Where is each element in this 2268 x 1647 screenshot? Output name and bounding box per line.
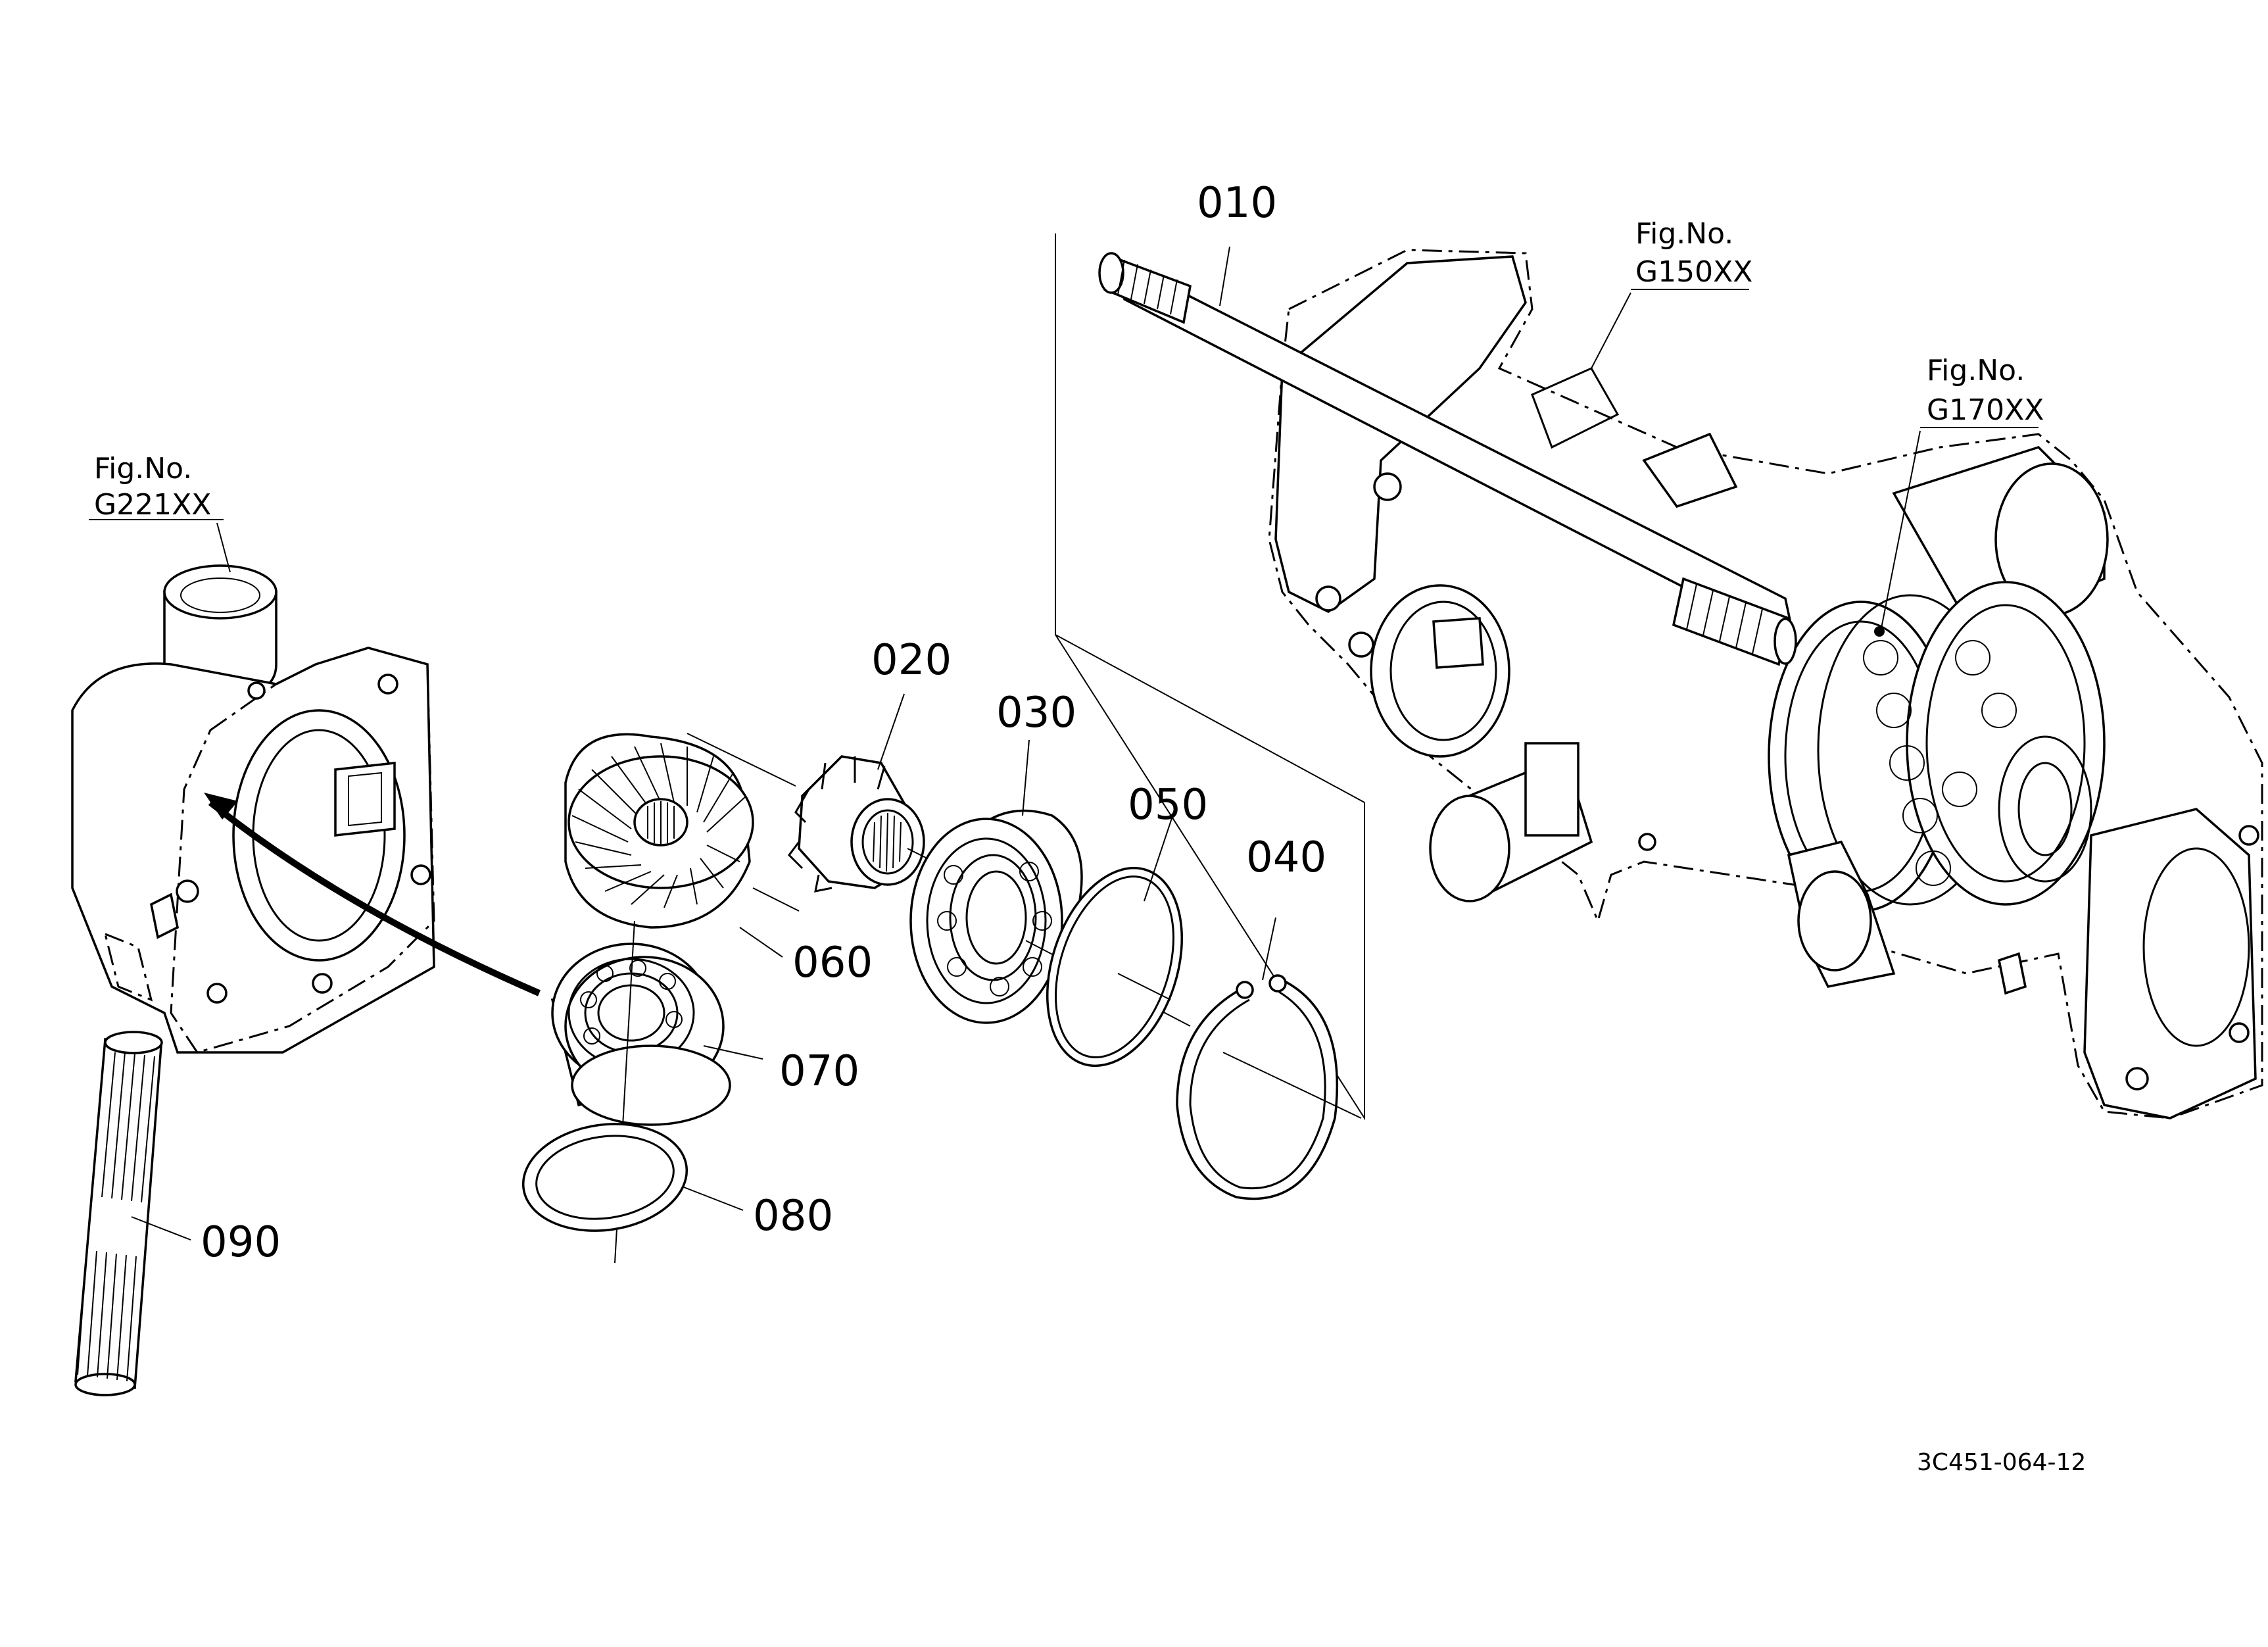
figure-ref-left: Fig.No. G221XX [94,452,211,522]
leader-lines [89,246,2039,1241]
explode-box [1055,234,1365,1121]
label-040: 040 [1246,833,1326,882]
gear-assembly [1768,581,2106,912]
figure-ref-top-line2: G150XX [1635,255,1752,289]
ring-050 [1046,866,1184,1068]
label-050: 050 [1128,781,1208,829]
label-080: 080 [753,1192,833,1241]
assembly-arrow [208,800,541,996]
washer-080 [521,1123,688,1232]
figure-ref-right-line1: Fig.No. [1927,354,2025,387]
left-housing [71,564,435,1054]
label-010: 010 [1197,179,1277,228]
pinion-020 [788,755,925,893]
shaft-010 [1098,252,1797,666]
label-070: 070 [779,1047,859,1096]
label-060: 060 [792,939,873,987]
shaft-090 [74,1031,163,1396]
leader-dot [1874,626,1885,637]
figure-ref-right-line2: G170XX [1927,393,2044,427]
figure-ref-left-line2: G221XX [94,488,211,522]
transmission-case [1268,249,2263,1119]
bearing-070 [550,943,731,1126]
part-labels: 010 020 030 040 050 060 070 080 090 [201,179,1326,1267]
assembly-arrowhead [204,793,238,820]
label-090: 090 [201,1218,281,1267]
bearing-030 [909,809,1083,1024]
bevel-gear-060 [564,733,754,929]
figure-ref-top: Fig.No. G150XX [1635,217,1752,289]
figure-ref-top-line1: Fig.No. [1635,217,1733,251]
circlip-040 [1176,974,1339,1200]
label-030: 030 [996,689,1076,737]
drawing-code: 3C451-064-12 [1917,1449,2086,1476]
figure-ref-right: Fig.No. G170XX [1927,354,2044,427]
figure-ref-left-line1: Fig.No. [94,452,192,485]
label-020: 020 [871,636,952,685]
